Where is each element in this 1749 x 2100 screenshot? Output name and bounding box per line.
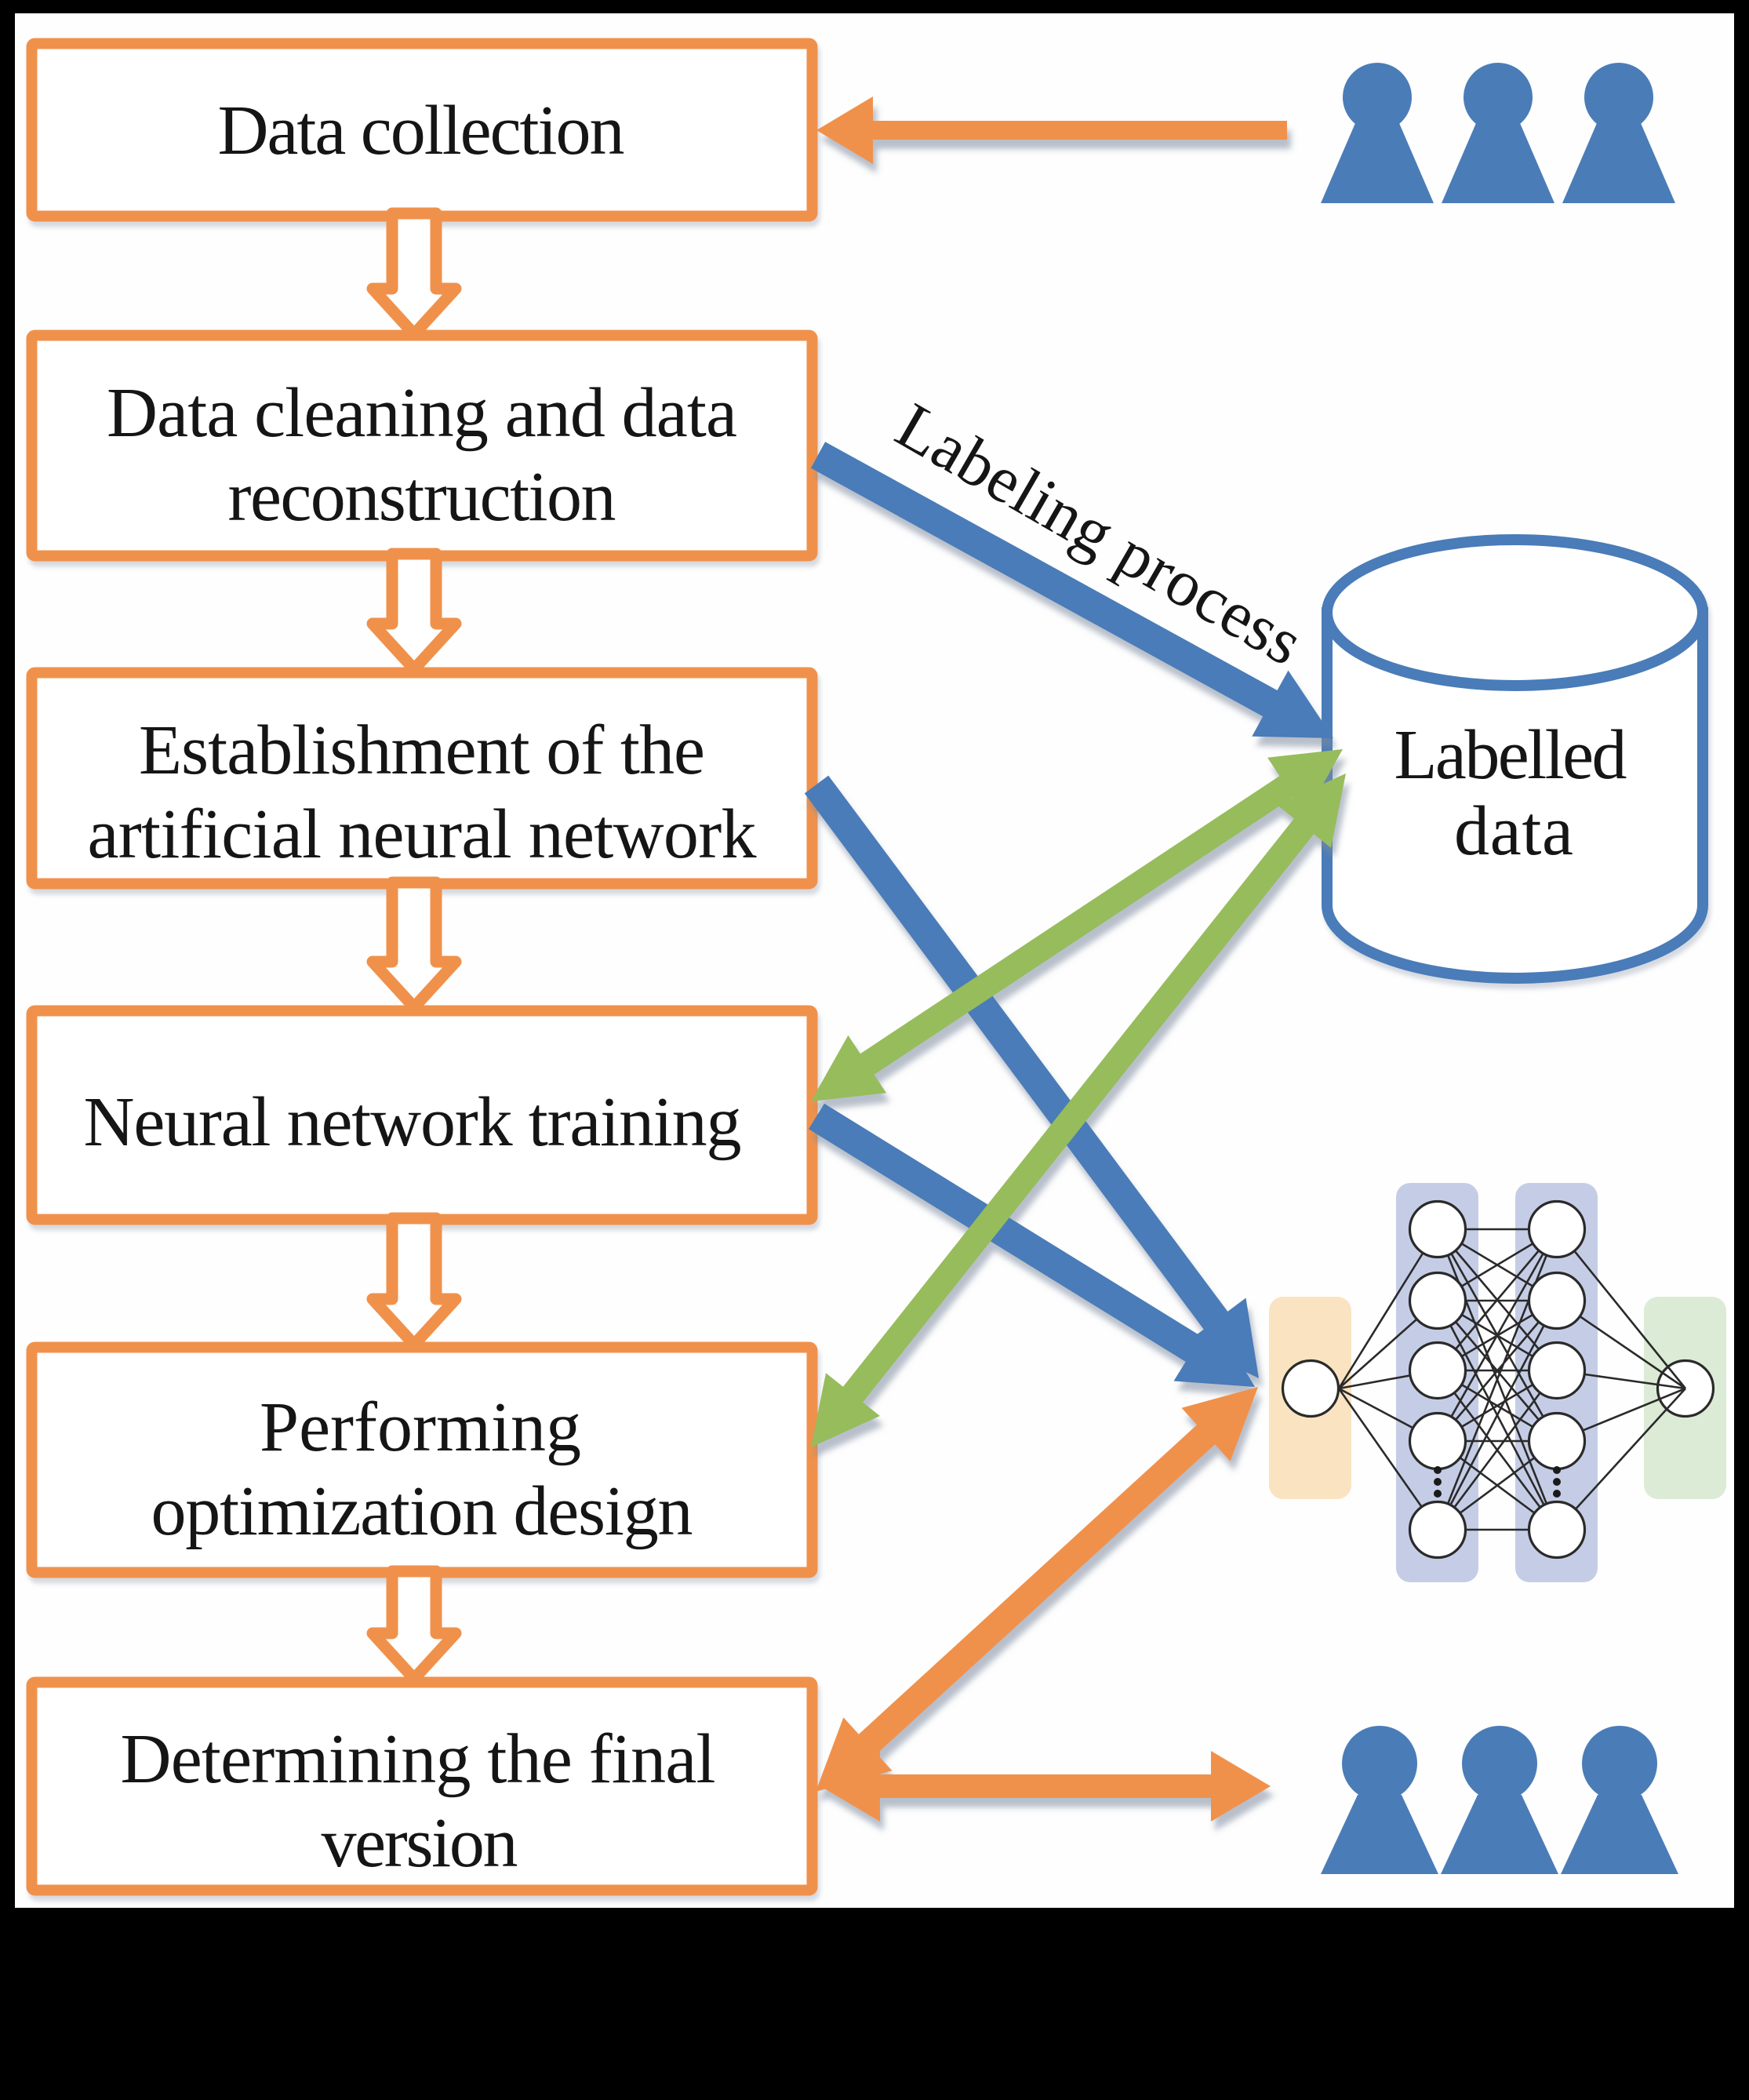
svg-text:Determining the final: Determining the final: [121, 1720, 716, 1798]
svg-text:data: data: [1454, 792, 1573, 870]
svg-text:Performing: Performing: [260, 1388, 581, 1466]
svg-text:Data collection: Data collection: [218, 92, 625, 169]
svg-text:Neural network training: Neural network training: [84, 1083, 742, 1161]
svg-text:artificial neural network: artificial neural network: [88, 795, 757, 873]
svg-text:reconstruction: reconstruction: [228, 458, 616, 536]
svg-text:Labelled: Labelled: [1394, 716, 1627, 794]
svg-text:version: version: [322, 1804, 518, 1882]
svg-text:optimization design: optimization design: [151, 1472, 693, 1550]
svg-text:Establishment of the: Establishment of the: [139, 712, 705, 789]
svg-text:Data cleaning and data: Data cleaning and data: [107, 374, 737, 452]
